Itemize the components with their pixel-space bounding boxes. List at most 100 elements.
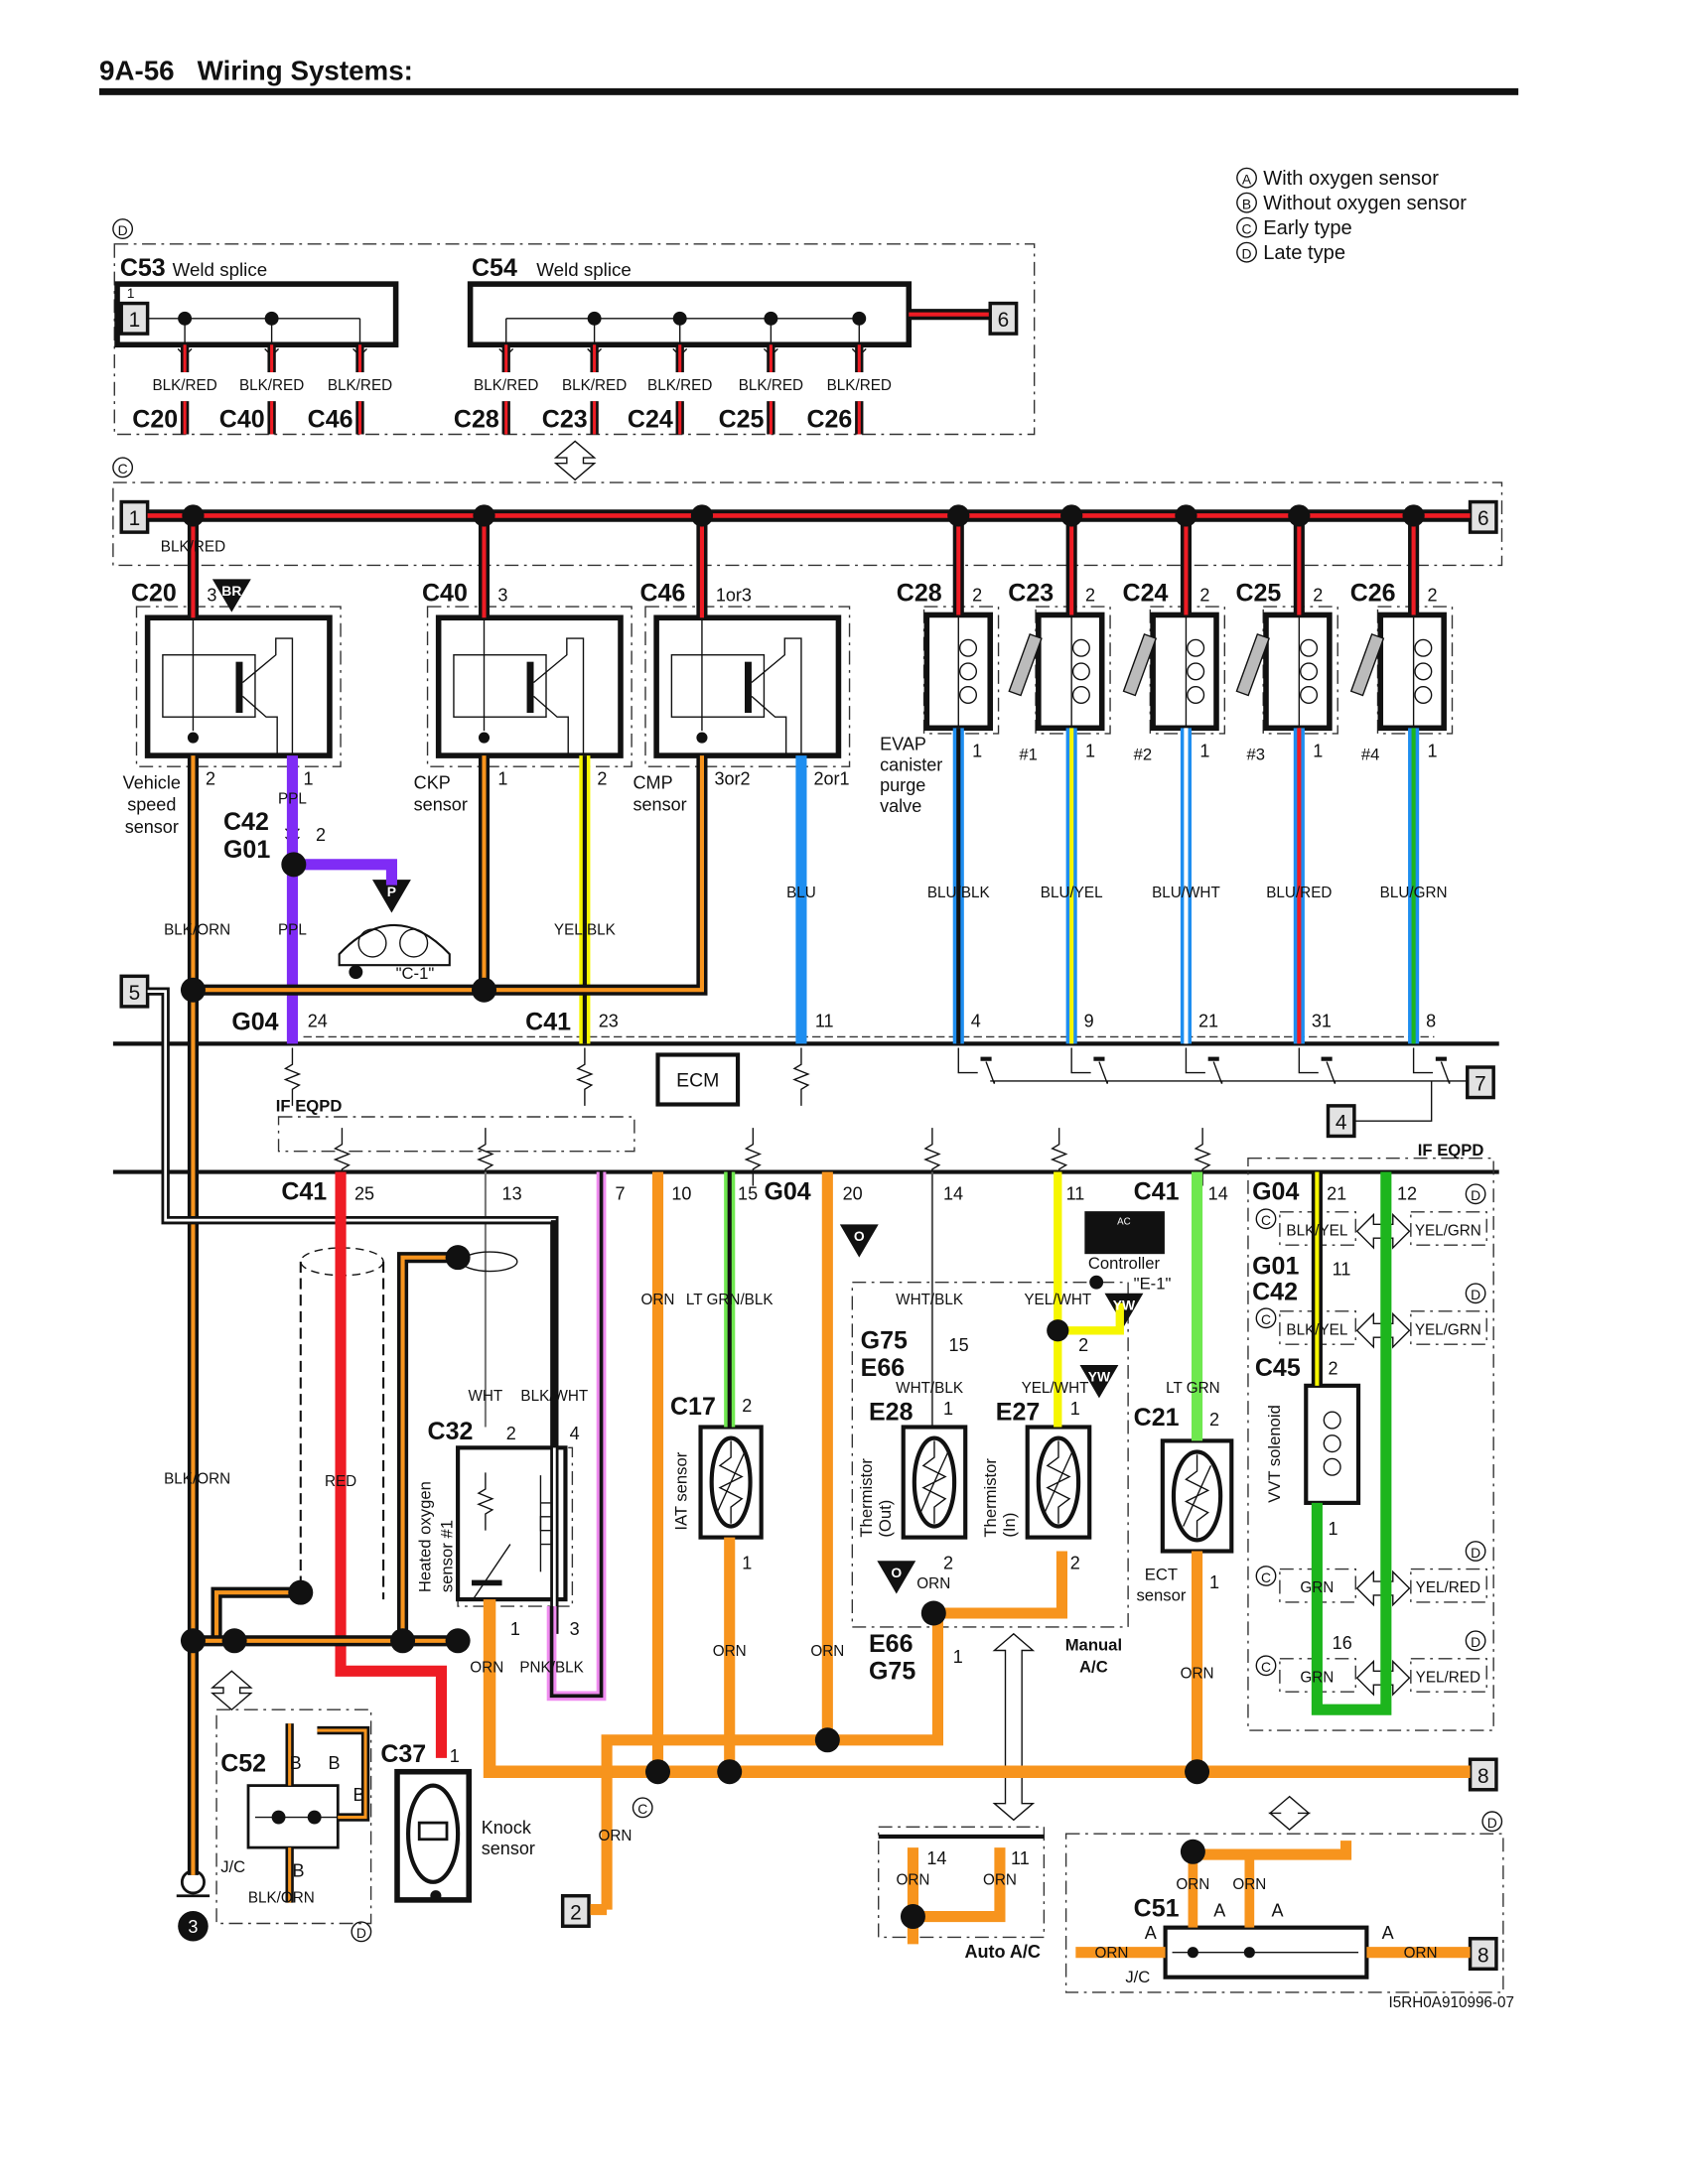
- label: ORN: [1094, 1945, 1128, 1962]
- splice-dot: [221, 1628, 247, 1654]
- variant-d-box: [1410, 1211, 1487, 1246]
- label: LT GRN: [1166, 1380, 1220, 1397]
- splice-dot: [288, 1579, 314, 1605]
- evap-label: EVAP: [880, 735, 926, 754]
- label: G04: [764, 1177, 810, 1205]
- wire-label: BLU/GRN: [1380, 885, 1448, 901]
- label: YEL/GRN: [1415, 1321, 1481, 1338]
- thermistor-arrow: [1044, 1451, 1073, 1513]
- resistor-icon: [792, 1047, 810, 1106]
- label: 1: [497, 768, 507, 788]
- coil-icon: [958, 638, 978, 657]
- label: YEL/WHT: [1024, 1292, 1091, 1308]
- auto-ac-boundary: [878, 1826, 1046, 1939]
- pin-number: 2: [1085, 586, 1095, 606]
- label: 2: [943, 1554, 953, 1573]
- label: ORN: [1181, 1665, 1214, 1682]
- label: ORN: [641, 1292, 675, 1308]
- ect-label: sensor: [1136, 1585, 1186, 1604]
- transistor-base: [745, 661, 752, 714]
- coil-icon: [1187, 662, 1205, 681]
- splice-dot: [264, 311, 279, 326]
- label: BLK/ORN: [248, 1890, 315, 1907]
- knock-label: Knock: [482, 1818, 532, 1838]
- injector-nozzle-icon: [1349, 632, 1385, 697]
- resistor-icon: [923, 1128, 941, 1186]
- transistor-collector: [751, 637, 802, 756]
- label: 14: [943, 1183, 963, 1203]
- variant-mark: A: [1242, 171, 1252, 187]
- coil-icon: [958, 685, 978, 705]
- label: B: [290, 1753, 302, 1773]
- injector-nozzle-icon: [1008, 632, 1043, 697]
- injector-nozzle-icon: [1235, 632, 1270, 697]
- splice-dot: [1288, 504, 1311, 527]
- connector-c53: C53: [120, 254, 166, 282]
- variant-d-box: [1410, 1568, 1487, 1603]
- label: 1: [1329, 1519, 1338, 1539]
- wire: [1057, 1302, 1124, 1335]
- coil-icon: [1071, 638, 1090, 657]
- wire-label-ppl: PPL: [278, 922, 307, 939]
- cylinder-label: #4: [1361, 745, 1380, 763]
- label: PNK/BLK: [519, 1660, 584, 1677]
- controller-label: Controller: [1088, 1254, 1161, 1273]
- label: J/C: [1125, 1968, 1150, 1986]
- polyline: [1353, 1080, 1433, 1122]
- wire-label-blk-orn: BLK/ORN: [164, 1470, 230, 1487]
- variant-mark: B: [1242, 196, 1251, 211]
- label: E66: [869, 1630, 913, 1658]
- label: E27: [996, 1399, 1040, 1427]
- connector-c46: C46: [639, 580, 685, 608]
- coil-icon: [1323, 1434, 1341, 1453]
- splice-dot: [178, 311, 193, 326]
- label: ORN: [916, 1575, 950, 1592]
- coil-icon: [1300, 638, 1319, 657]
- c51-boundary: [1064, 1833, 1504, 1993]
- driver-line: [957, 1047, 978, 1074]
- triangle-marker-label: YW: [1088, 1369, 1111, 1385]
- label: ORN: [598, 1828, 632, 1844]
- pin-number: 2: [1313, 586, 1323, 606]
- label: BLK/YEL: [1286, 1321, 1347, 1338]
- label: YEL/WHT: [1022, 1380, 1089, 1397]
- legend-item: Without oxygen sensor: [1263, 193, 1467, 214]
- ac-badge: AC: [1117, 1216, 1131, 1227]
- p-triangle-icon: [372, 880, 411, 913]
- fuel-injector-2: [1150, 612, 1219, 732]
- ho2-label: Heated oxygen: [415, 1481, 434, 1592]
- connector-c25: C25: [719, 406, 765, 434]
- label: ORN: [983, 1872, 1017, 1889]
- variant-d-box: [1410, 1310, 1487, 1345]
- iat-label: IAT sensor: [672, 1451, 691, 1530]
- wire-shield-ground-stripe: [213, 1590, 301, 1641]
- label: BLK/YEL: [1286, 1222, 1347, 1239]
- label: 10: [671, 1183, 691, 1203]
- splice-dot: [180, 1628, 206, 1654]
- pin-number: 31: [1312, 1012, 1332, 1031]
- variant-mark: D: [1471, 1545, 1480, 1561]
- pin-number: 1: [1428, 742, 1438, 761]
- wire: [913, 1847, 1006, 1923]
- ckp-label: sensor: [414, 795, 468, 815]
- triangle-marker-label: O: [891, 1565, 902, 1580]
- wire: [1193, 1841, 1352, 1860]
- ac-controller-icon: [1084, 1211, 1165, 1255]
- thermistor-out-label: (Out): [876, 1500, 895, 1538]
- terminal-5: [119, 974, 150, 1009]
- terminal-number: 2: [570, 1901, 582, 1924]
- resistor-icon: [1050, 1128, 1068, 1186]
- o-triangle-icon: [877, 1561, 916, 1594]
- pin-number: 1: [972, 742, 982, 761]
- driver-switch: [1098, 1061, 1108, 1084]
- label: E28: [869, 1399, 914, 1427]
- wire-label-blk-red: BLK/RED: [739, 377, 803, 394]
- reference-icon: [1089, 1275, 1104, 1290]
- ecm-icon: [655, 1052, 741, 1107]
- splice-dot: [690, 504, 714, 527]
- variant-circle-icon: [1255, 1566, 1277, 1586]
- label: 1: [510, 1619, 520, 1639]
- variant-switch-arrow-icon: [553, 440, 597, 481]
- injector-nozzle-icon: [1122, 632, 1158, 697]
- pin-number: 3: [497, 586, 507, 606]
